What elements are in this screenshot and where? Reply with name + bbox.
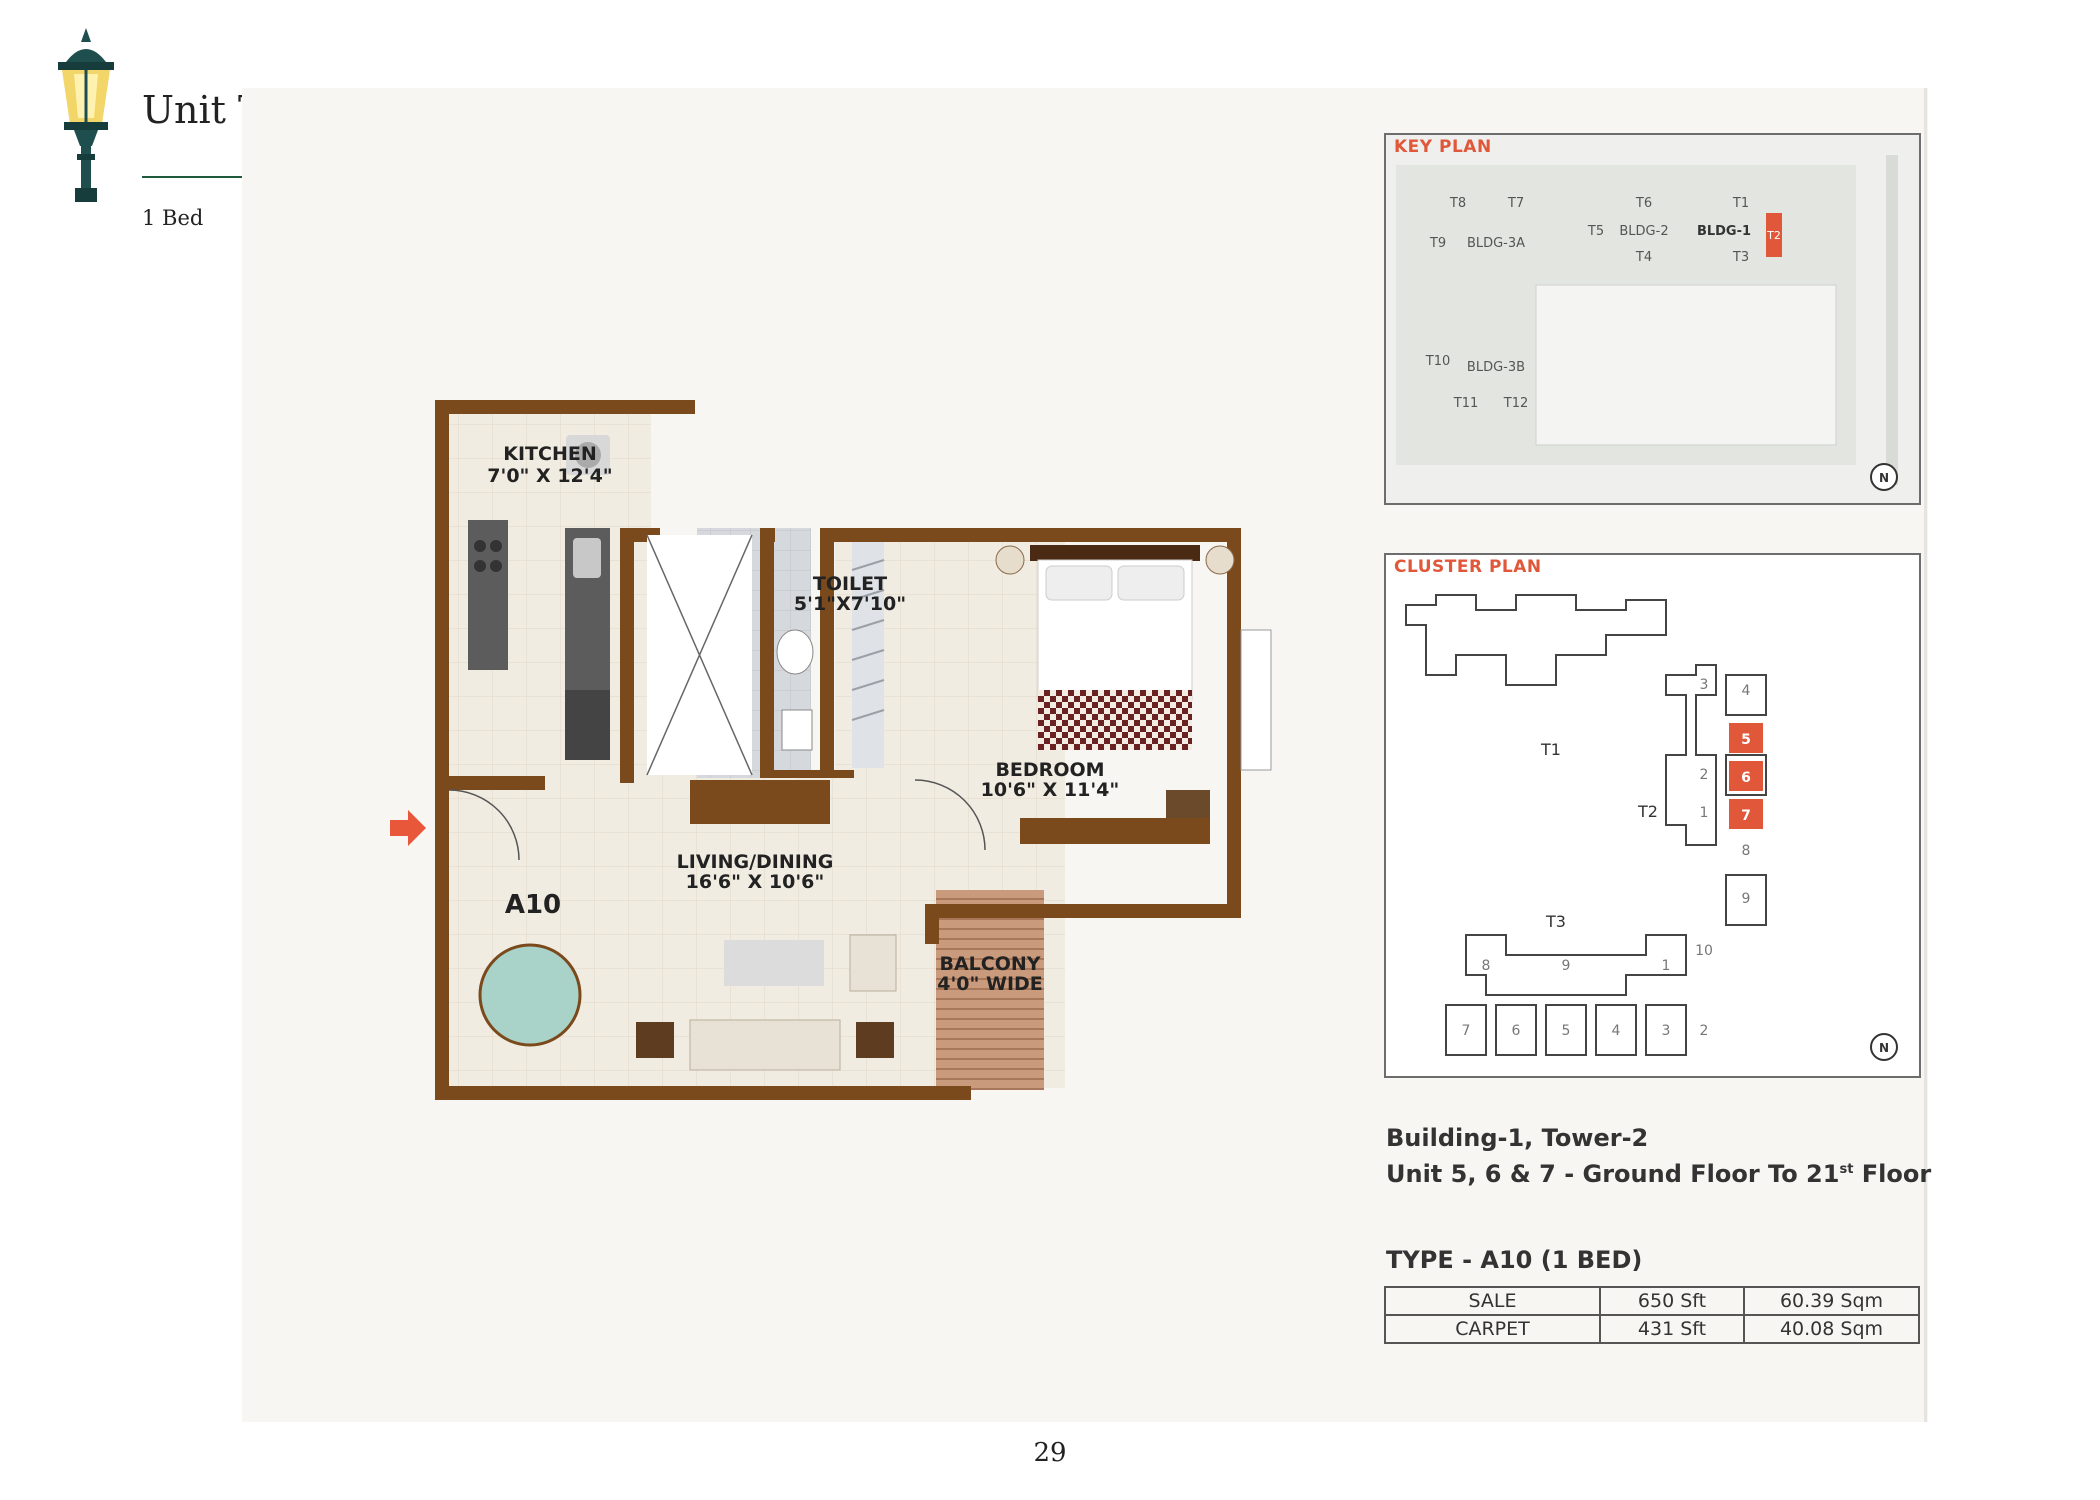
cluster-t3-unit: 7 bbox=[1462, 1023, 1471, 1039]
tower-t3-lower-outline bbox=[1445, 1004, 1687, 1056]
keyplan-label-t3: T3 bbox=[1732, 250, 1749, 265]
cluster-t2-unit: 1 bbox=[1700, 805, 1709, 821]
row-label: SALE bbox=[1384, 1286, 1601, 1316]
cluster-t2-unit: 5 bbox=[1741, 732, 1751, 748]
type-label: TYPE - A10 (1 BED) bbox=[1386, 1246, 1643, 1274]
page-number: 29 bbox=[1033, 1438, 1067, 1468]
keyplan-label-bldg2: BLDG-2 bbox=[1619, 224, 1668, 239]
building-tower-line: Building-1, Tower-2 bbox=[1386, 1124, 1649, 1152]
keyplan-label-t8: T8 bbox=[1449, 196, 1466, 211]
toilet-size: 5'1"X7'10" bbox=[794, 593, 906, 615]
cluster-t3-unit: 6 bbox=[1512, 1023, 1521, 1039]
cluster-t2-unit: 9 bbox=[1742, 891, 1751, 907]
keyplan-north-label: N bbox=[1879, 471, 1889, 485]
row-label: CARPET bbox=[1384, 1314, 1601, 1344]
cluster-unit-7-highlight bbox=[1729, 799, 1763, 829]
entry-arrow bbox=[390, 810, 426, 846]
kitchen-size: 7'0" X 12'4" bbox=[487, 465, 612, 487]
page-subtitle: 1 Bed bbox=[142, 206, 204, 230]
bedroom-label: BEDROOM bbox=[995, 759, 1104, 781]
cluster-tower-t1: T1 bbox=[1540, 740, 1561, 759]
street-lamp-logo bbox=[58, 28, 114, 202]
cluster-t3-unit: 9 bbox=[1562, 958, 1571, 974]
cluster-t3-unit: 4 bbox=[1612, 1023, 1621, 1039]
keyplan-label-bldg3a: BLDG-3A bbox=[1467, 236, 1525, 251]
cluster-tower-t3: T3 bbox=[1545, 912, 1566, 931]
unit-floor-line: Unit 5, 6 & 7 - Ground Floor To 21st Flo… bbox=[1386, 1160, 1932, 1188]
cluster-tower-t2: T2 bbox=[1637, 802, 1658, 821]
cluster-t3-unit: 2 bbox=[1700, 1023, 1709, 1039]
floor-plan: KITCHEN 7'0" X 12'4" TOILET 5'1"X7'10" B… bbox=[390, 400, 1272, 1100]
cluster-t3-unit: 5 bbox=[1562, 1023, 1571, 1039]
tower-t3-upper-outline bbox=[1465, 934, 1687, 996]
balcony-size: 4'0" WIDE bbox=[937, 973, 1043, 995]
row-sft: 650 Sft bbox=[1599, 1286, 1745, 1316]
cluster-north-label: N bbox=[1879, 1041, 1889, 1055]
row-sft: 431 Sft bbox=[1599, 1314, 1745, 1344]
north-icon bbox=[1870, 463, 1898, 491]
panel-edge bbox=[1924, 88, 1927, 1422]
tower-t2-left-outline bbox=[1665, 664, 1717, 846]
cluster-t2-unit: 10 bbox=[1695, 943, 1713, 959]
unit-label: A10 bbox=[505, 890, 561, 920]
tower-t2-right-outline bbox=[1725, 674, 1767, 926]
keyplan-highlight-t2 bbox=[1766, 213, 1782, 257]
living-dining-label: LIVING/DINING bbox=[677, 851, 834, 873]
key-plan-title: KEY PLAN bbox=[1394, 137, 1492, 157]
cluster-t2-unit: 7 bbox=[1741, 808, 1751, 824]
row-sqm: 60.39 Sqm bbox=[1743, 1286, 1920, 1316]
cluster-t2-unit: 6 bbox=[1741, 770, 1751, 786]
keyplan-label-bldg3b: BLDG-3B bbox=[1467, 360, 1525, 375]
cluster-plan: CLUSTER PLAN T1 T2 T3 3 4 5 2 6 1 7 8 bbox=[1384, 553, 1921, 1078]
table-row: CARPET 431 Sft 40.08 Sqm bbox=[1384, 1314, 1920, 1344]
keyplan-label-t5: T5 bbox=[1587, 224, 1604, 239]
keyplan-label-t7: T7 bbox=[1507, 196, 1524, 211]
keyplan-label-t10: T10 bbox=[1425, 354, 1450, 369]
keyplan-label-t1: T1 bbox=[1732, 196, 1749, 211]
cluster-unit-6-highlight bbox=[1729, 761, 1763, 791]
cluster-t2-unit: 3 bbox=[1700, 677, 1709, 693]
keyplan-label-bldg1: BLDG-1 bbox=[1697, 224, 1751, 239]
keyplan-label-t9: T9 bbox=[1429, 236, 1446, 251]
row-sqm: 40.08 Sqm bbox=[1743, 1314, 1920, 1344]
toilet-label: TOILET bbox=[813, 573, 887, 595]
key-plan: KEY PLAN T8 T7 T6 T1 T9 BLDG-3A T5 BLDG-… bbox=[1384, 133, 1921, 505]
building-info: Building-1, Tower-2 Unit 5, 6 & 7 - Grou… bbox=[1386, 1122, 1931, 1190]
north-icon bbox=[1870, 1033, 1898, 1061]
cluster-t3-unit: 1 bbox=[1662, 958, 1671, 974]
keyplan-label-t6: T6 bbox=[1635, 196, 1652, 211]
keyplan-label-t12: T12 bbox=[1503, 396, 1528, 411]
cluster-t3-unit: 3 bbox=[1662, 1023, 1671, 1039]
cluster-t3-unit: 8 bbox=[1482, 958, 1491, 974]
keyplan-label-t2: T2 bbox=[1766, 229, 1781, 242]
kitchen-label: KITCHEN bbox=[503, 443, 596, 465]
tower-t1-outline bbox=[1405, 594, 1667, 686]
balcony-label: BALCONY bbox=[939, 953, 1040, 975]
keyplan-label-t4: T4 bbox=[1635, 250, 1652, 265]
cluster-t2-unit: 8 bbox=[1742, 843, 1751, 859]
keyplan-label-t11: T11 bbox=[1453, 396, 1478, 411]
bedroom-size: 10'6" X 11'4" bbox=[981, 779, 1120, 801]
area-table: SALE 650 Sft 60.39 Sqm CARPET 431 Sft 40… bbox=[1384, 1286, 1920, 1344]
table-row: SALE 650 Sft 60.39 Sqm bbox=[1384, 1286, 1920, 1316]
cluster-t2-unit: 4 bbox=[1742, 683, 1751, 699]
cluster-unit-5-highlight bbox=[1729, 723, 1763, 753]
living-dining-size: 16'6" X 10'6" bbox=[686, 871, 825, 893]
cluster-plan-title: CLUSTER PLAN bbox=[1394, 557, 1542, 577]
cluster-t2-unit: 2 bbox=[1700, 767, 1709, 783]
